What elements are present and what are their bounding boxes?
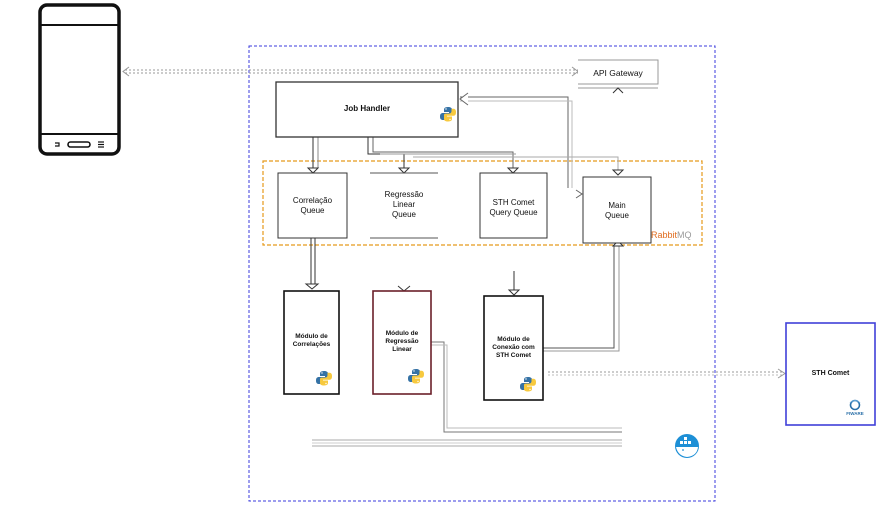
connectors: [122, 66, 786, 447]
api-gateway-node: [578, 59, 659, 94]
label-line: STH Comet: [492, 198, 535, 207]
rabbitmq-label: RabbitMQ: [651, 230, 703, 240]
sth-query-queue-node: [479, 172, 548, 239]
label-line: Regressão: [385, 338, 419, 345]
label-line: Linear: [392, 346, 412, 353]
label-line: Queue: [604, 211, 630, 220]
sth-query-queue-label: STH Comet Query Queue: [478, 198, 549, 218]
smartphone-icon: [38, 3, 121, 156]
correlacao-queue-label: Correlação Queue: [278, 196, 347, 216]
rabbitmq-boundary: [262, 160, 703, 246]
api-gateway-label: API Gateway: [593, 68, 643, 78]
label-line: Regressão: [384, 190, 424, 199]
fiware-label: FIWARE: [846, 411, 864, 416]
job-handler-node: [275, 81, 459, 138]
label-line: Módulo de: [295, 333, 328, 340]
label-line: Linear: [392, 200, 416, 209]
modulo-regressao-label: Módulo de Regressão Linear: [373, 330, 431, 354]
docker-boundary: [248, 45, 716, 502]
main-queue-label: Main Queue: [583, 201, 651, 221]
label-line: Correlação: [292, 196, 333, 205]
label-line: Queue: [391, 210, 417, 219]
regressao-queue-label: Regressão Linear Queue: [370, 190, 438, 220]
label-line: Módulo de: [385, 330, 419, 337]
docker-logo: [675, 434, 699, 458]
label-line: Main: [608, 201, 626, 210]
correlacao-queue-node: [277, 172, 348, 239]
main-queue-node: [582, 176, 652, 244]
label-line: Correlações: [292, 341, 331, 348]
label-line: Queue: [300, 206, 325, 215]
sth-comet-node: [785, 322, 876, 426]
sth-comet-label: STH Comet: [811, 370, 850, 377]
label-line: Conexão com: [492, 344, 535, 351]
regressao-queue-node: [370, 172, 438, 239]
modulo-correlacoes-label: Módulo de Correlações: [284, 333, 339, 349]
label-line: STH Comet: [495, 352, 532, 359]
fiware-logo: [849, 399, 861, 411]
job-handler-label: Job Handler: [343, 104, 391, 113]
label-line: Módulo de: [497, 336, 530, 343]
rabbitmq-prefix: Rabbit: [651, 230, 678, 240]
modulo-conexao-label: Módulo de Conexão com STH Comet: [484, 336, 543, 360]
label-line: Query Queue: [489, 208, 538, 217]
rabbitmq-suffix: MQ: [677, 230, 692, 240]
